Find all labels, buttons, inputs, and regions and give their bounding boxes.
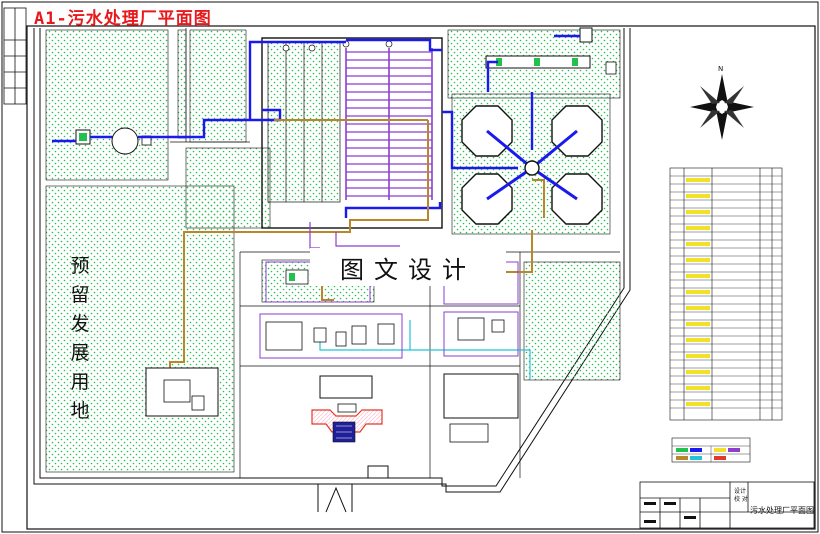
pump-station [443,311,519,357]
watermark-stamp: 图文设计 [310,248,506,286]
site-boundary [33,28,631,493]
sludge-yard [145,367,219,417]
main-gate [317,465,389,513]
aeration-tank [261,37,443,229]
reserved-land-label: 预留发展用地 [70,255,90,422]
blower-house [485,27,617,75]
drawing-title: A1-污水处理厂平面图 [34,9,212,29]
grit-chamber [111,127,139,155]
reserved-land [45,185,235,473]
office-building [311,375,383,443]
clarifiers [461,105,603,225]
water-pipe [319,320,531,380]
title-block-drawing-name: 污水处理厂平面图 [750,506,814,515]
inlet-well [75,127,152,155]
green-strip-mid [177,29,187,139]
binding-strip [3,7,27,105]
structures-table [669,167,783,421]
title-block-design-label: 设计 [734,488,747,495]
title-block-check-label: 校 对 [734,496,748,503]
green-area-pipes [185,147,271,229]
greenery [45,29,621,473]
green-belt-north [45,29,169,181]
garage [443,373,519,443]
green-area-center-north [189,29,247,143]
svg-text:N: N [718,65,723,73]
north-arrow-icon: N [690,65,754,140]
air-pipe [309,222,400,249]
fountain [311,409,383,433]
title-block [639,481,815,529]
green-area-southeast [523,261,621,381]
sludge-pipe [169,119,545,370]
pipe-legend [671,437,751,463]
sewer-pipe [52,34,580,218]
disinfection-house [259,313,403,359]
distribution-well [486,129,578,201]
